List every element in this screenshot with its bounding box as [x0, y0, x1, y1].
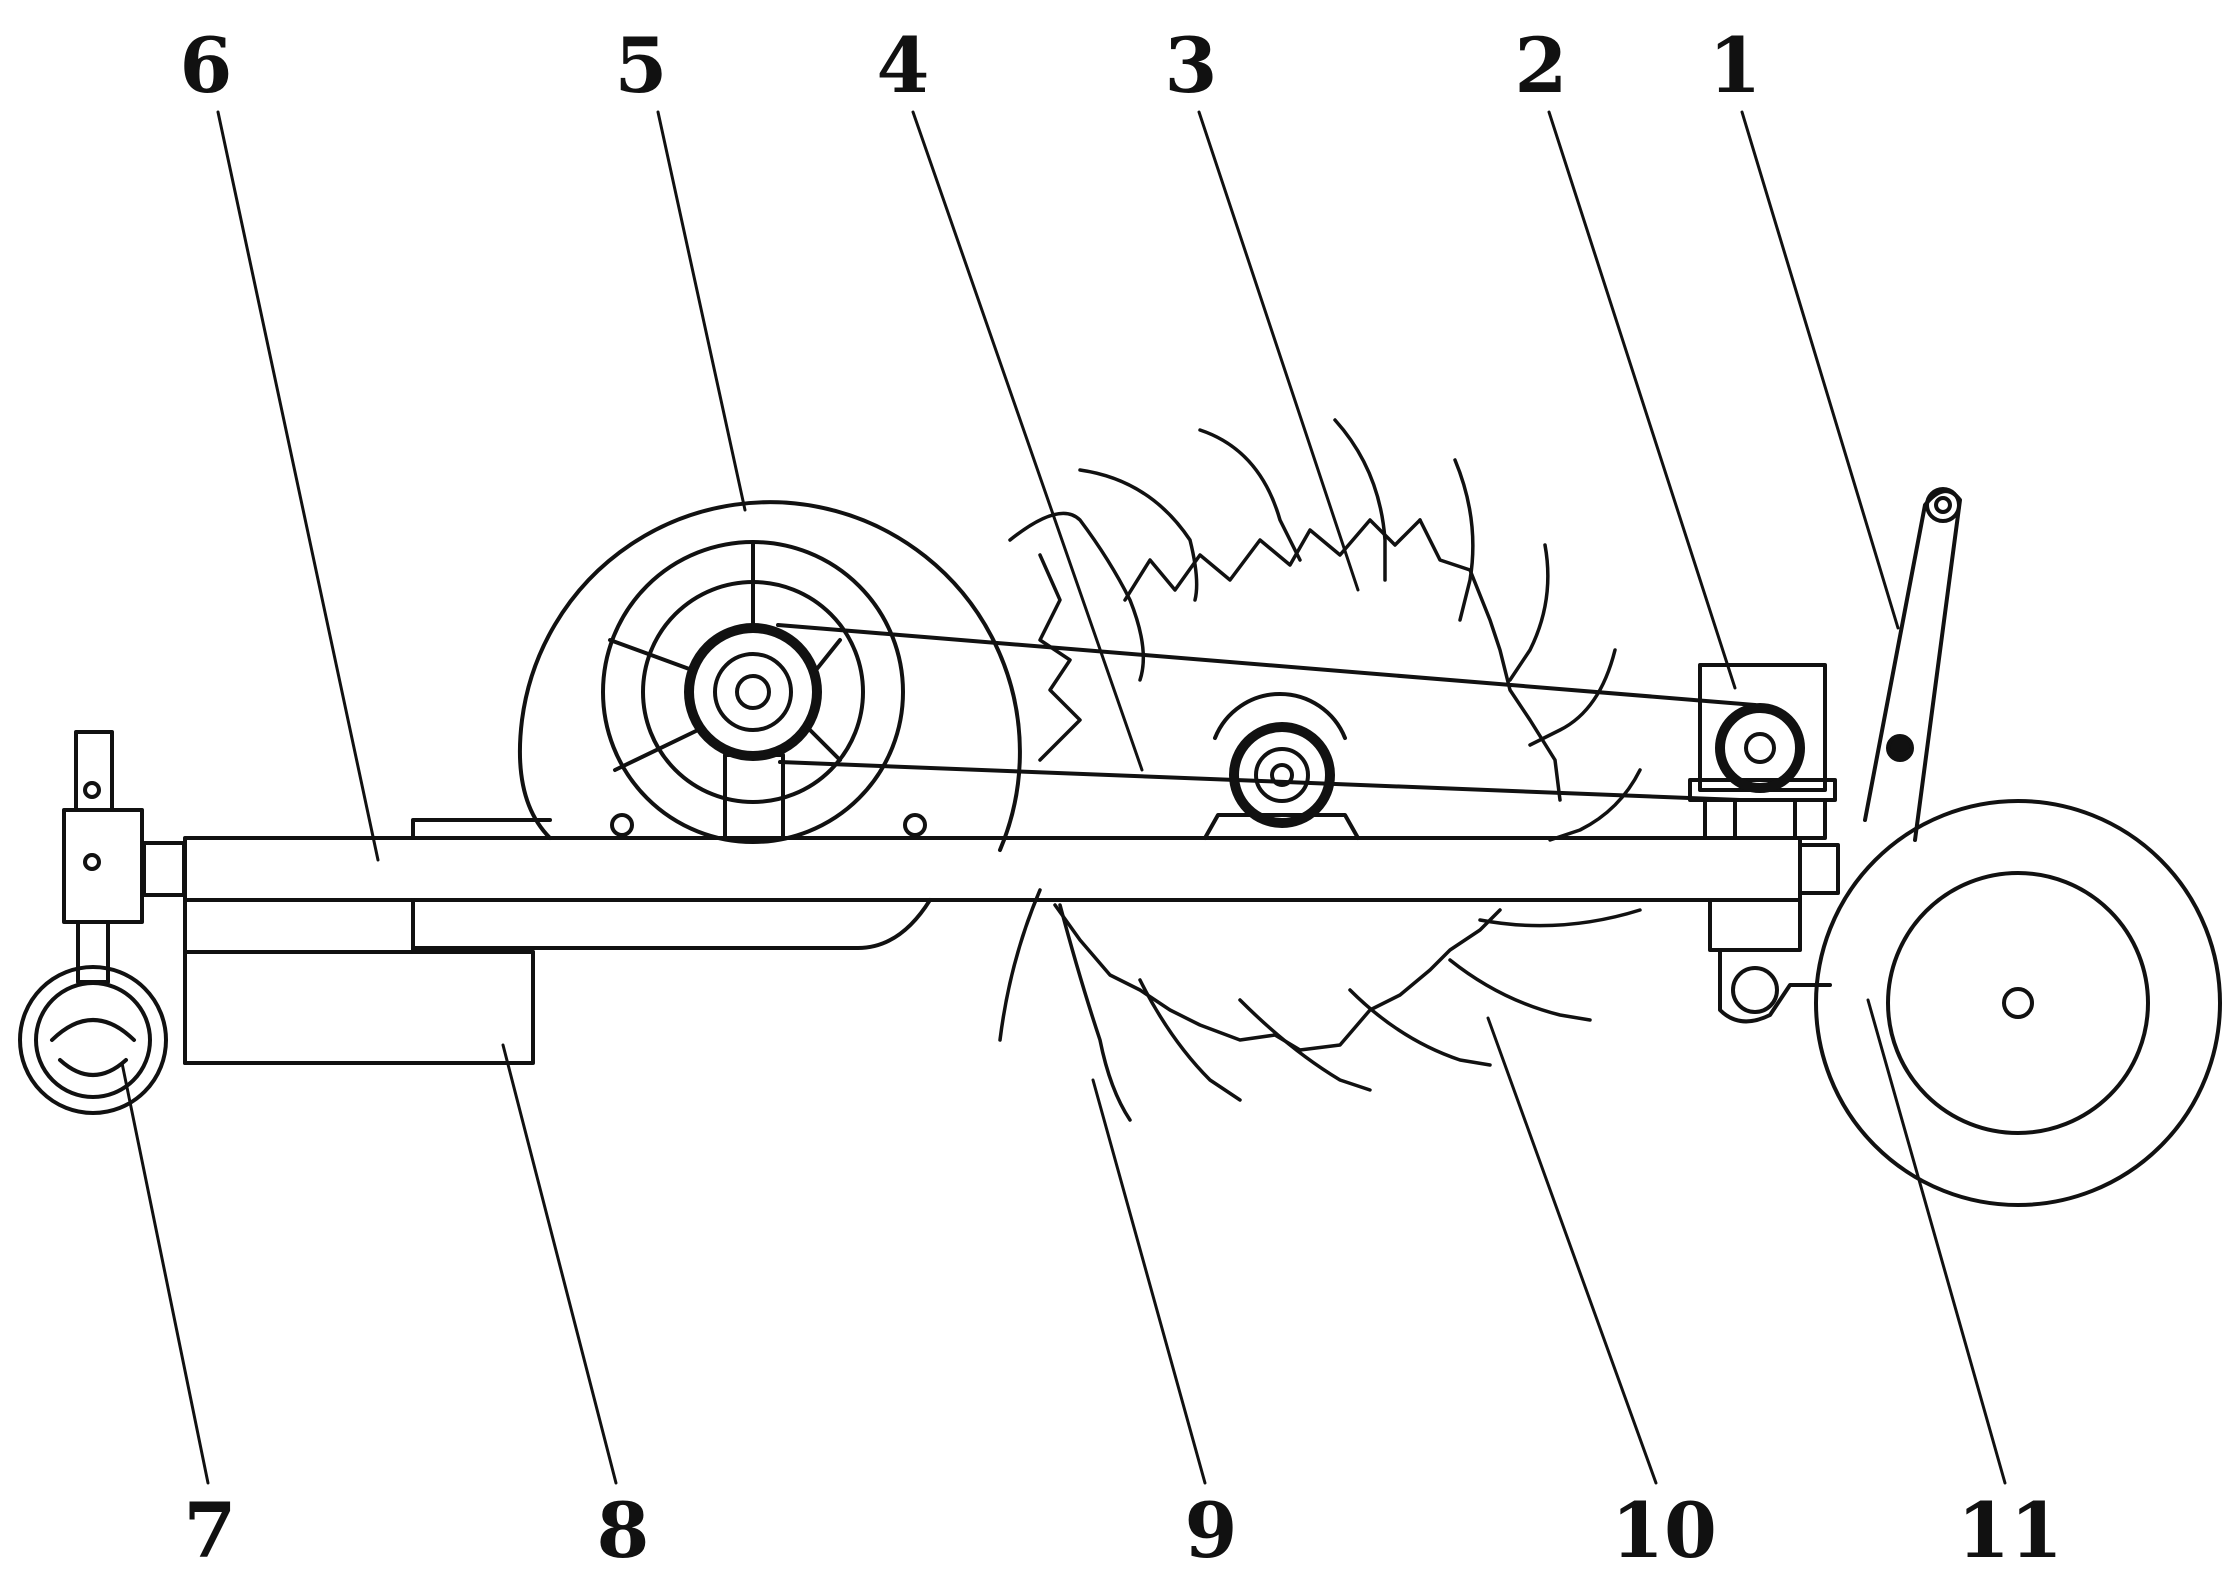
guard-and-pulley [411, 500, 1022, 852]
belt-drive [776, 623, 1757, 840]
callout-1: 1 [1708, 21, 1762, 110]
leader-lines [120, 110, 2007, 1485]
lower-box [183, 898, 932, 1065]
callout-3: 3 [1164, 21, 1218, 110]
callout-6: 6 [179, 21, 233, 110]
rear-wheel [1814, 799, 2222, 1207]
callout-10: 10 [1611, 1486, 1717, 1575]
gearbox [1688, 663, 1837, 1024]
callout-11: 11 [1957, 1486, 2063, 1575]
callout-5: 5 [614, 21, 668, 110]
rotary-cutter-blades [998, 418, 1642, 1122]
callout-8: 8 [596, 1486, 650, 1575]
callout-7: 7 [183, 1486, 237, 1575]
callout-2: 2 [1514, 21, 1568, 110]
handle-lever [1863, 487, 1962, 842]
caster-wheel-assembly [18, 730, 168, 1115]
callout-9: 9 [1184, 1486, 1238, 1575]
callout-4: 4 [876, 21, 930, 110]
